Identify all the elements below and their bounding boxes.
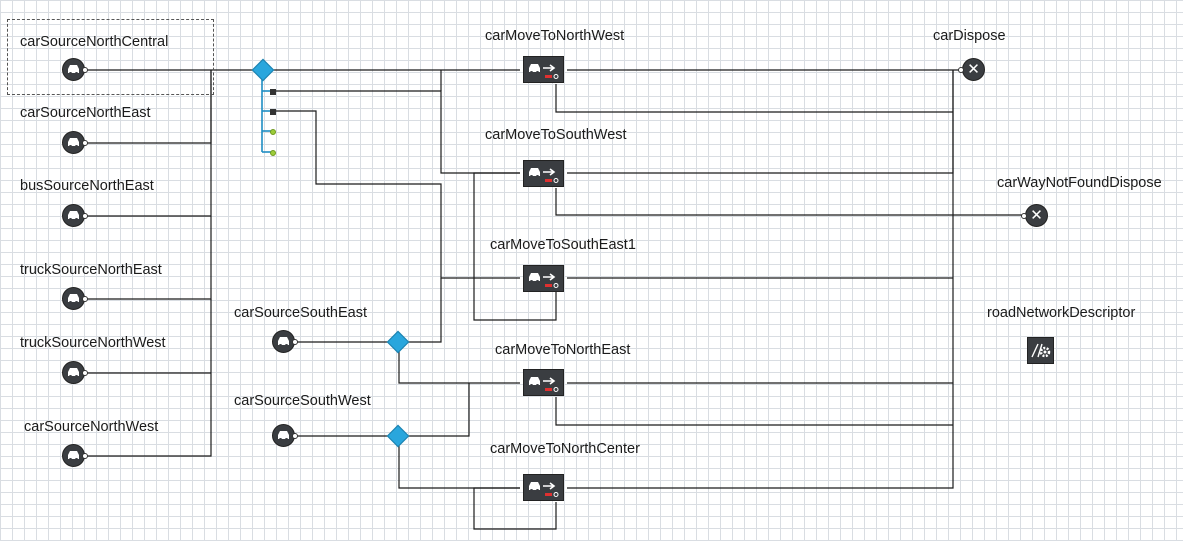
- out-port[interactable]: [82, 213, 88, 219]
- out-port[interactable]: [82, 453, 88, 459]
- car-move-arrow-icon: [529, 168, 559, 183]
- car-move-arrow-icon: [529, 377, 559, 392]
- in-port[interactable]: [958, 67, 964, 73]
- connector: [86, 299, 212, 457]
- carSourceNorthCentral-label: carSourceNorthCentral: [20, 34, 169, 50]
- car-icon: [68, 65, 79, 75]
- connector: [555, 397, 953, 426]
- outlet-port[interactable]: [270, 109, 276, 115]
- connector: [274, 90, 520, 174]
- carWayNotFoundDispose-label: carWayNotFoundDispose: [997, 175, 1162, 191]
- carSourceSouthWest-label: carSourceSouthWest: [234, 393, 371, 409]
- busSourceNorthEast-label: busSourceNorthEast: [20, 178, 154, 194]
- car-icon: [68, 368, 79, 378]
- carWayNotFoundDispose-block[interactable]: ✕: [1025, 204, 1048, 227]
- carMoveToSouthWest-label: carMoveToSouthWest: [485, 127, 627, 143]
- truckSourceNorthEast-label: truckSourceNorthEast: [20, 262, 162, 278]
- carMoveToNorthCenter-label: carMoveToNorthCenter: [490, 441, 640, 457]
- gear-icon: [1031, 343, 1051, 358]
- connector: [567, 70, 954, 174]
- outlet-port[interactable]: [270, 150, 276, 156]
- car-icon: [68, 211, 79, 221]
- out-port[interactable]: [82, 67, 88, 73]
- carMoveToNorthWest-label: carMoveToNorthWest: [485, 28, 625, 44]
- car-icon: [278, 337, 289, 347]
- roadNetworkDescriptor-label: roadNetworkDescriptor: [987, 305, 1136, 321]
- connector: [555, 84, 953, 113]
- out-port[interactable]: [292, 339, 298, 345]
- connector: [473, 487, 557, 530]
- truckSourceNorthEast-block[interactable]: [62, 287, 85, 310]
- connector: [274, 110, 520, 279]
- car-move-arrow-icon: [529, 482, 559, 497]
- carSourceSouthEast-label: carSourceSouthEast: [234, 305, 367, 321]
- carMoveToNorthCenter-block[interactable]: [523, 474, 564, 501]
- carDispose-block[interactable]: ✕: [962, 58, 985, 81]
- car-move-arrow-icon: [529, 64, 559, 79]
- car-icon: [68, 294, 79, 304]
- connector: [473, 172, 557, 321]
- connector: [405, 383, 470, 437]
- car-move-arrow-icon: [529, 273, 559, 288]
- selection-box: [7, 19, 214, 95]
- carSourceSouthWest-block[interactable]: [272, 424, 295, 447]
- in-port[interactable]: [1021, 213, 1027, 219]
- connector: [567, 70, 954, 489]
- close-x-icon: ✕: [967, 60, 980, 78]
- car-icon: [68, 451, 79, 461]
- connector: [405, 278, 442, 343]
- out-port[interactable]: [292, 433, 298, 439]
- truckSourceNorthWest-label: truckSourceNorthWest: [20, 335, 166, 351]
- out-port[interactable]: [82, 296, 88, 302]
- carMoveToSouthEast1-block[interactable]: [523, 265, 564, 292]
- truckSourceNorthWest-block[interactable]: [62, 361, 85, 384]
- connector: [555, 188, 1026, 216]
- outlet-port[interactable]: [270, 129, 276, 135]
- car-icon: [278, 431, 289, 441]
- car-icon: [68, 138, 79, 148]
- carMoveToSouthEast1-label: carMoveToSouthEast1: [490, 237, 636, 253]
- carSourceNorthEast-label: carSourceNorthEast: [20, 105, 151, 121]
- connector: [398, 350, 520, 384]
- carDispose-label: carDispose: [933, 28, 1006, 44]
- out-port[interactable]: [82, 370, 88, 376]
- carMoveToNorthWest-block[interactable]: [523, 56, 564, 83]
- outlet-port[interactable]: [270, 89, 276, 95]
- close-x-icon: ✕: [1030, 206, 1043, 224]
- roadNetworkDescriptor-block[interactable]: [1027, 337, 1054, 364]
- out-port[interactable]: [82, 140, 88, 146]
- carSourceSouthEast-block[interactable]: [272, 330, 295, 353]
- carSourceNorthWest-label: carSourceNorthWest: [24, 419, 159, 435]
- carMoveToNorthEast-label: carMoveToNorthEast: [495, 342, 631, 358]
- carMoveToNorthEast-block[interactable]: [523, 369, 564, 396]
- carMoveToSouthWest-block[interactable]: [523, 160, 564, 187]
